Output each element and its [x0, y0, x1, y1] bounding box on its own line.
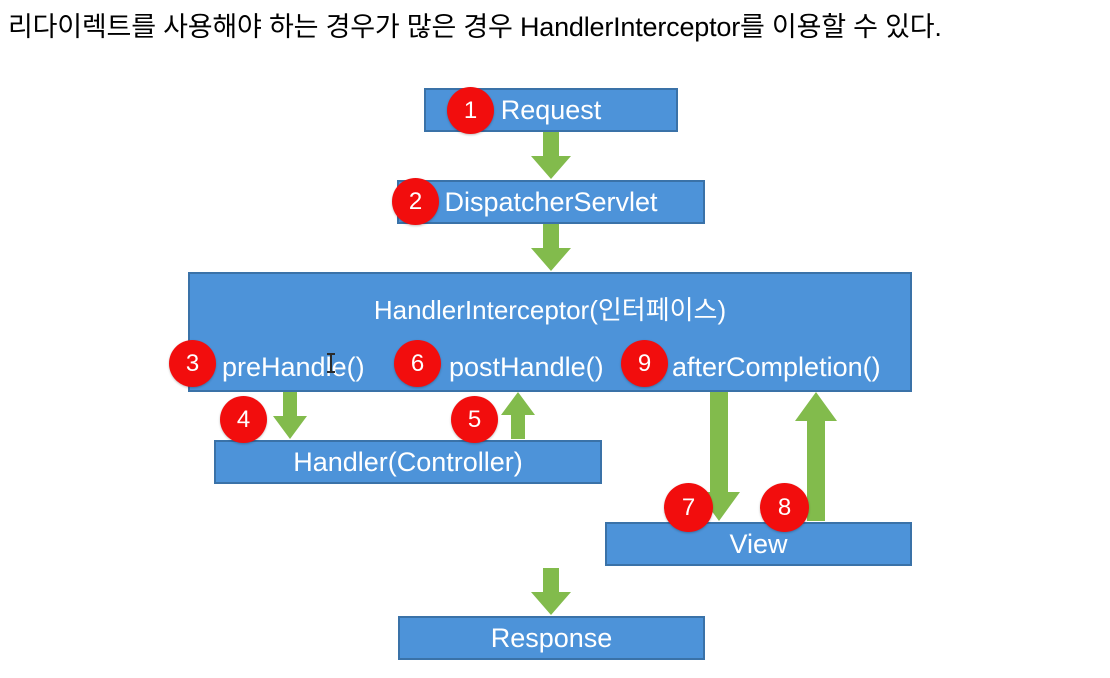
badge-8: 8 [760, 483, 809, 532]
badge-4: 4 [220, 396, 267, 443]
node-view-label: View [729, 528, 788, 559]
node-handler-interceptor-label: HandlerInterceptor(인터페이스) [373, 295, 727, 325]
node-request-label: Request [500, 94, 602, 125]
node-dispatcher-servlet: DispatcherServlet [397, 180, 705, 224]
badge-2: 2 [392, 178, 439, 225]
node-response-label: Response [490, 622, 613, 653]
badge-5: 5 [451, 396, 498, 443]
method-aftercompletion: afterCompletion() [672, 352, 881, 382]
page-caption: 리다이렉트를 사용해야 하는 경우가 많은 경우 HandlerIntercep… [8, 12, 942, 42]
badge-7: 7 [664, 483, 713, 532]
node-view: View [605, 522, 912, 566]
node-handler-controller: Handler(Controller) [214, 440, 602, 484]
badge-1: 1 [447, 87, 494, 134]
node-handler-interceptor: HandlerInterceptor(인터페이스) preHandle() po… [188, 272, 912, 392]
arrow-view-to-interceptor-icon [794, 392, 838, 522]
interceptor-method-row: preHandle() postHandle() afterCompletion… [190, 344, 910, 390]
node-dispatcher-servlet-label: DispatcherServlet [444, 186, 658, 217]
arrow-dispatcher-to-interceptor-icon [530, 224, 572, 272]
arrow-interceptor-to-handler-icon [272, 392, 308, 440]
arrow-view-to-response-icon [530, 568, 572, 616]
text-cursor-icon [327, 353, 335, 373]
arrow-interceptor-to-view-icon [697, 392, 741, 522]
node-handler-controller-label: Handler(Controller) [293, 446, 523, 477]
method-posthandle: postHandle() [449, 352, 604, 382]
badge-3: 3 [169, 340, 216, 387]
badge-9: 9 [621, 340, 668, 387]
arrow-request-to-dispatcher-icon [530, 132, 572, 180]
badge-6: 6 [394, 340, 441, 387]
interceptor-flow-diagram: Request 1 DispatcherServlet 2 HandlerInt… [0, 56, 1110, 678]
node-response: Response [398, 616, 705, 660]
arrow-handler-to-interceptor-icon [500, 392, 536, 440]
method-prehandle: preHandle() [222, 352, 365, 382]
